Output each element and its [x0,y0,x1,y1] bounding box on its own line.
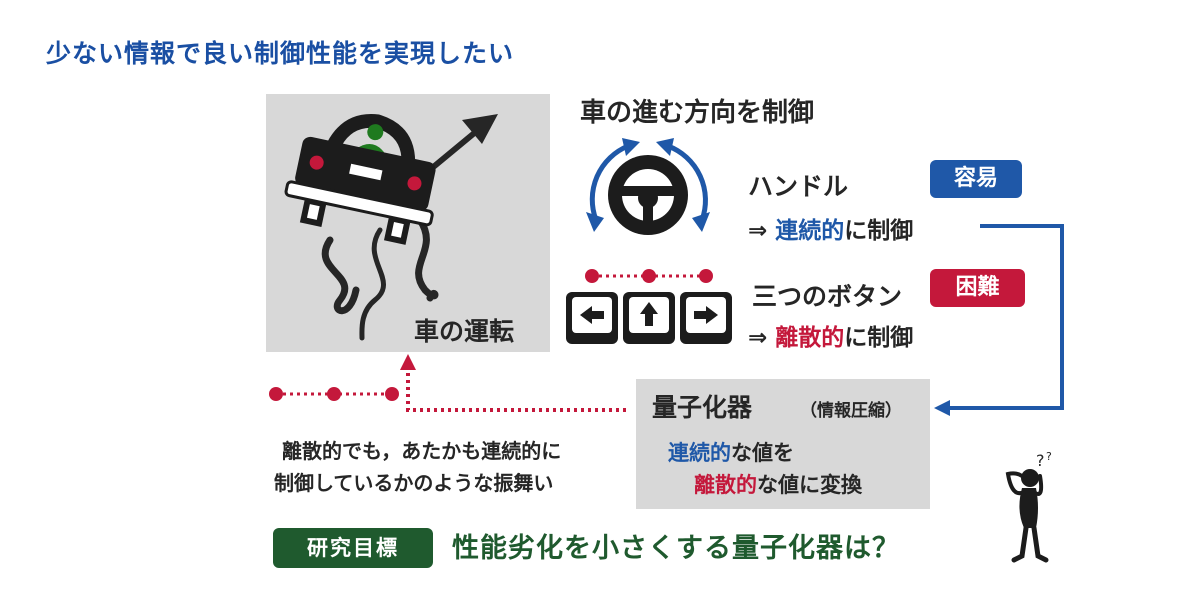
discrete-rest: に制御 [844,325,914,351]
quantized-signal-arrow [400,354,626,412]
discrete-control-line: ⇒ 離散的に制御 [748,318,913,352]
behavior-text-line1: 離散的でも，あたかも連続的に [282,439,562,463]
quantizer-subtitle: （情報圧縮） [800,401,902,421]
quantizer-title: 量子化器 [652,393,753,422]
steering-section-title: 車の進む方向を制御 [580,98,815,128]
page-title: 少ない情報で良い制御性能を実現したい [46,39,515,68]
car-driving-label: 車の運転 [414,317,515,346]
quantizer-input-rest: な値を [731,441,794,465]
button-dots [585,269,713,283]
research-goal-text: 性能劣化を小さくする量子化器は？ [452,533,900,564]
discrete-word: 離散的 [775,325,845,351]
continuous-control-line: ⇒ 連続的に制御 [748,211,913,245]
steering-wheel-icon [586,138,710,235]
thinking-person-icon: ? ? [1005,450,1052,563]
continuous-rest: に制御 [844,218,914,244]
quantizer-box [636,379,930,509]
research-goal-badge: 研究目標 [273,528,433,568]
behavior-text-line2: 制御しているかのような振舞い [274,471,554,495]
quantizer-output-rest: な値に変換 [757,473,862,497]
car-drifting-icon [284,114,498,341]
svg-text:?: ? [1036,451,1045,470]
arrow-keys-icon [566,292,732,344]
handle-label: ハンドル [748,172,849,201]
quantizer-continuous-word: 連続的 [668,441,731,465]
hard-badge: 困難 [930,269,1025,307]
easy-badge: 容易 [930,160,1022,198]
feedback-arrow [934,224,1064,416]
implies-arrow: ⇒ [748,218,768,244]
buttons-label: 三つのボタン [752,282,903,311]
quantizer-output-line: 離散的な値に変換 [694,469,862,499]
svg-text:?: ? [1046,450,1052,463]
implies-arrow: ⇒ [748,325,768,351]
discrete-dots [269,387,399,401]
quantizer-discrete-word: 離散的 [694,473,757,497]
continuous-word: 連続的 [775,218,845,244]
quantizer-input-line: 連続的な値を [668,437,794,467]
